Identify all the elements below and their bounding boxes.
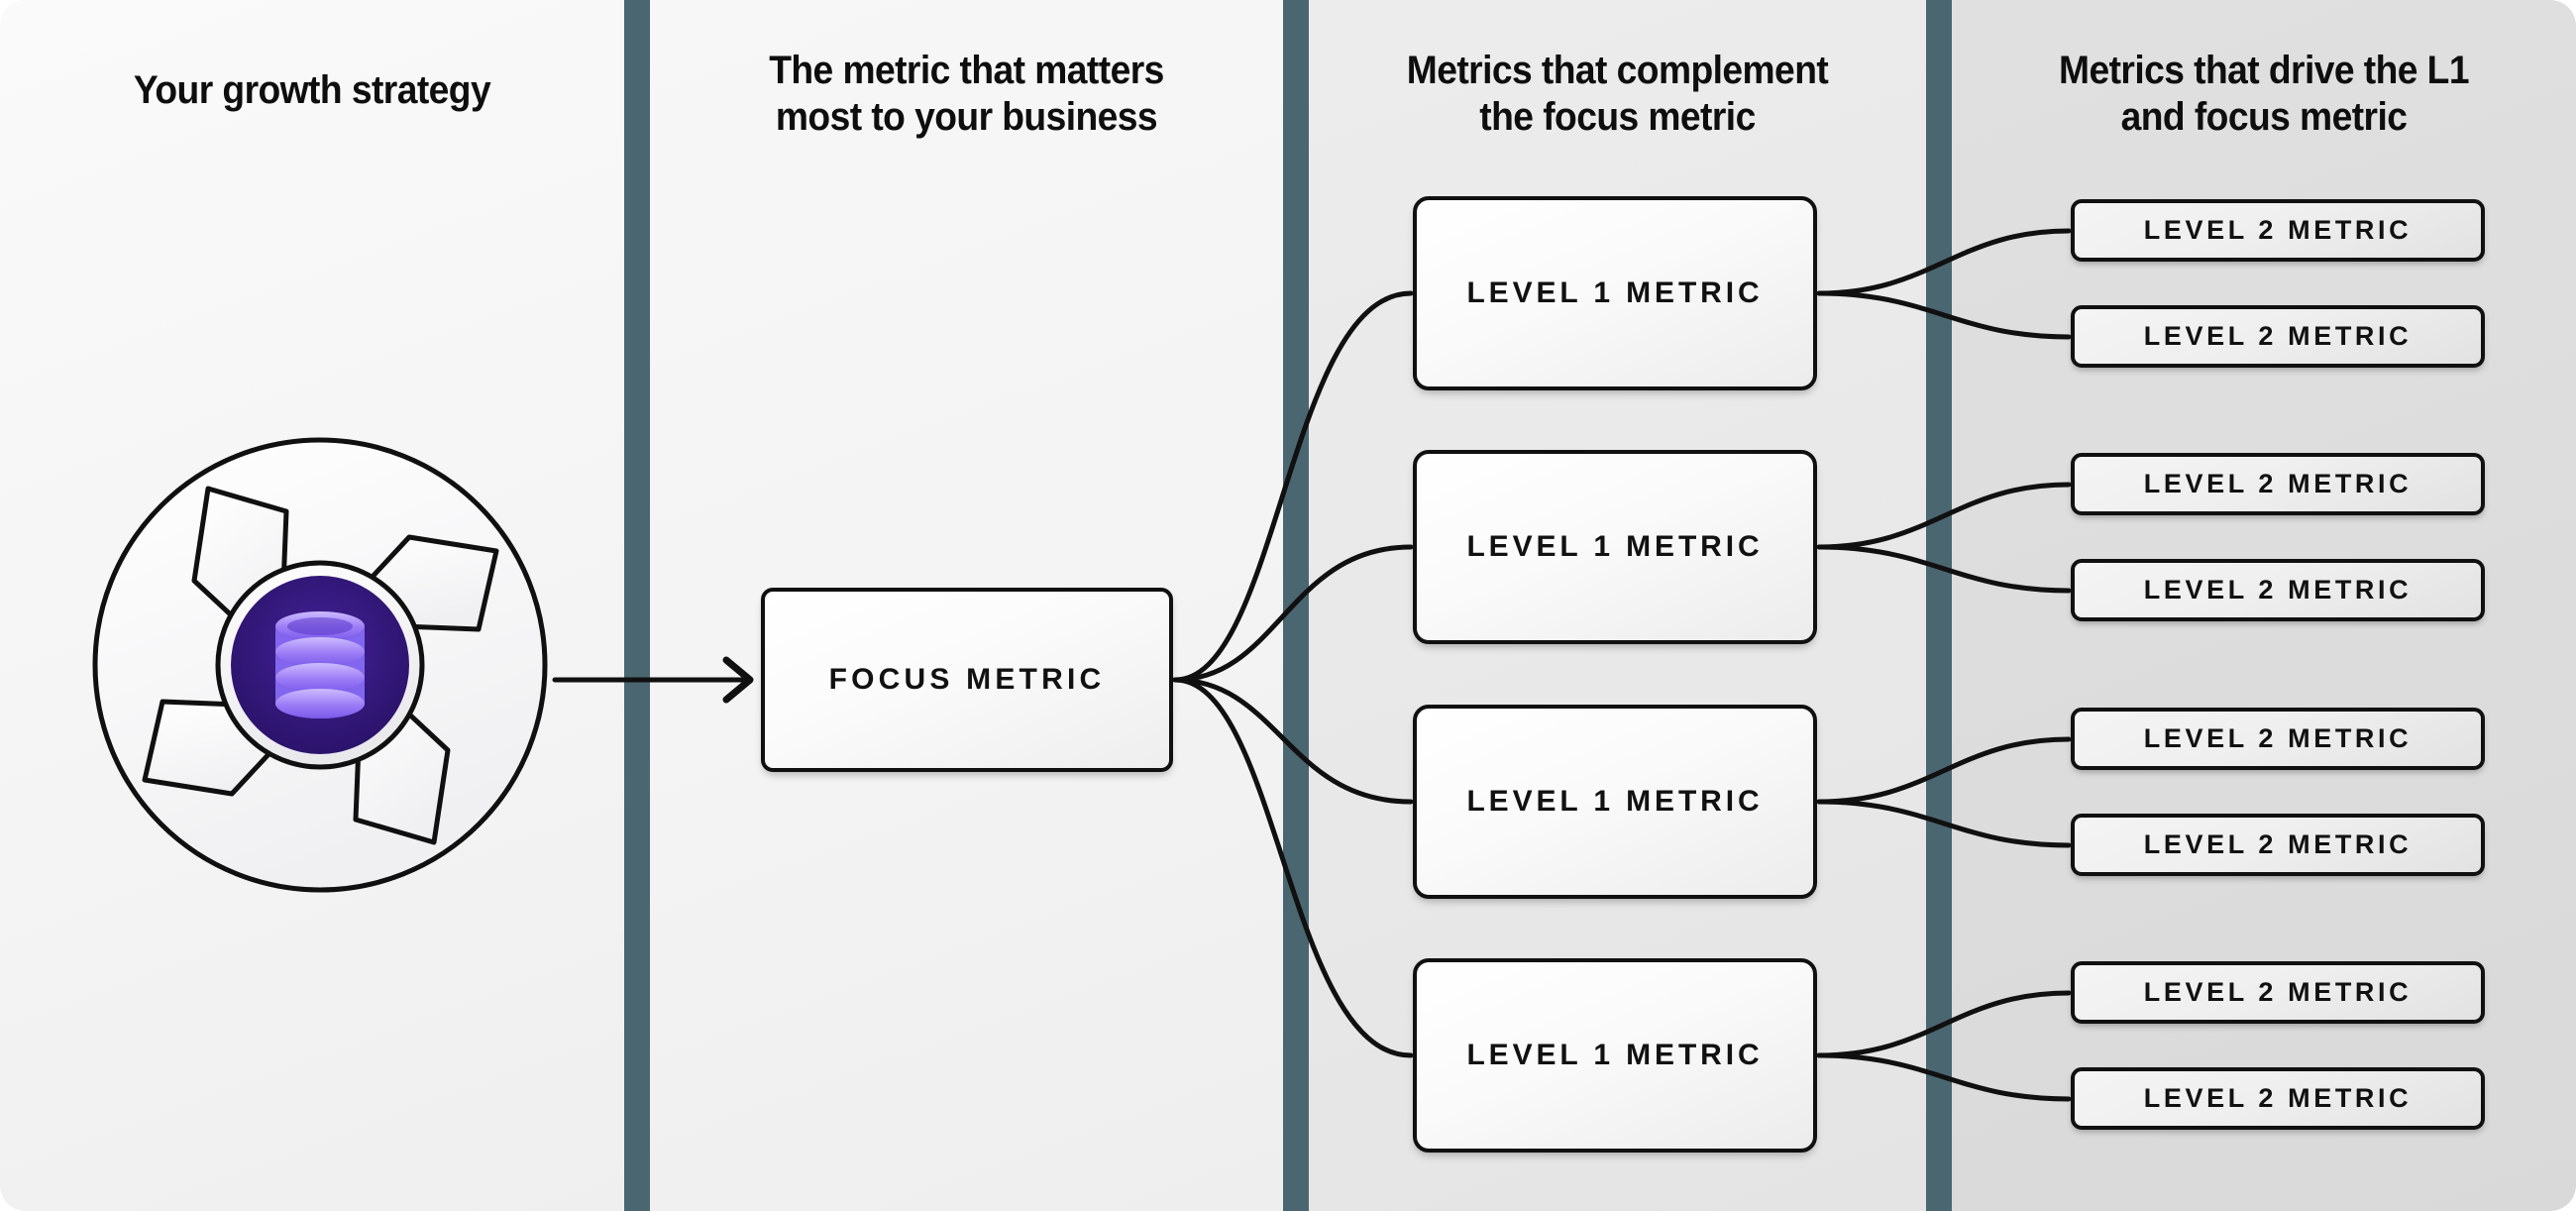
node-level2-metric-4-label: LEVEL 2 METRIC: [2143, 575, 2413, 605]
node-focus-metric[interactable]: FOCUS METRIC: [761, 588, 1173, 772]
node-level1-metric-4-label: LEVEL 1 METRIC: [1466, 1039, 1764, 1071]
node-level2-metric-5[interactable]: LEVEL 2 METRIC: [2071, 708, 2485, 770]
node-level2-metric-2[interactable]: LEVEL 2 METRIC: [2071, 305, 2485, 368]
node-level1-metric-1[interactable]: LEVEL 1 METRIC: [1413, 196, 1817, 390]
node-level2-metric-4[interactable]: LEVEL 2 METRIC: [2071, 559, 2485, 621]
node-level2-metric-1[interactable]: LEVEL 2 METRIC: [2071, 199, 2485, 262]
node-level2-metric-2-label: LEVEL 2 METRIC: [2143, 321, 2413, 351]
node-level2-metric-3-label: LEVEL 2 METRIC: [2143, 469, 2413, 498]
node-level2-metric-7[interactable]: LEVEL 2 METRIC: [2071, 961, 2485, 1024]
column-separator-2: [1283, 0, 1309, 1211]
column-title-level-1-metrics: Metrics that complement the focus metric: [1406, 49, 1829, 139]
node-focus-metric-label: FOCUS METRIC: [828, 663, 1106, 696]
node-level2-metric-8[interactable]: LEVEL 2 METRIC: [2071, 1067, 2485, 1130]
node-level2-metric-6[interactable]: LEVEL 2 METRIC: [2071, 814, 2485, 876]
database-pinwheel-logo: [85, 430, 555, 900]
column-separator-3: [1926, 0, 1952, 1211]
node-level1-metric-2[interactable]: LEVEL 1 METRIC: [1413, 450, 1817, 644]
column-title-level-2-metrics: Metrics that drive the L1 and focus metr…: [2059, 49, 2470, 139]
node-level2-metric-1-label: LEVEL 2 METRIC: [2143, 215, 2413, 245]
node-level1-metric-2-label: LEVEL 1 METRIC: [1466, 530, 1764, 563]
column-separator-1: [624, 0, 650, 1211]
node-level2-metric-6-label: LEVEL 2 METRIC: [2143, 829, 2413, 859]
node-level2-metric-5-label: LEVEL 2 METRIC: [2143, 723, 2413, 753]
database-icon: [275, 611, 365, 718]
node-level1-metric-3[interactable]: LEVEL 1 METRIC: [1413, 705, 1817, 899]
column-title-growth-strategy: Your growth strategy: [133, 68, 491, 112]
column-title-focus-metric: The metric that matters most to your bus…: [769, 49, 1164, 139]
node-level2-metric-8-label: LEVEL 2 METRIC: [2143, 1083, 2413, 1113]
node-level2-metric-3[interactable]: LEVEL 2 METRIC: [2071, 453, 2485, 515]
node-level1-metric-3-label: LEVEL 1 METRIC: [1466, 785, 1764, 818]
node-level2-metric-7-label: LEVEL 2 METRIC: [2143, 977, 2413, 1007]
node-level1-metric-1-label: LEVEL 1 METRIC: [1466, 276, 1764, 309]
node-level1-metric-4[interactable]: LEVEL 1 METRIC: [1413, 958, 1817, 1153]
